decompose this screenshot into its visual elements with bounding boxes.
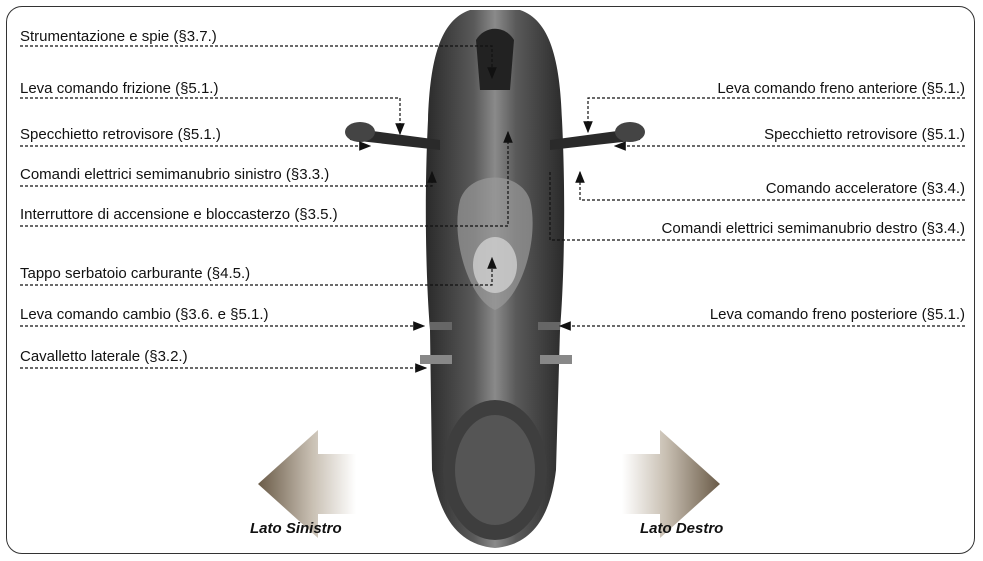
label-comandi-sx: Comandi elettrici semimanubrio sinistro … <box>20 166 329 184</box>
caption-lato-sinistro: Lato Sinistro <box>250 520 342 537</box>
label-leva-frizione: Leva comando frizione (§5.1.) <box>20 80 218 98</box>
label-comandi-dx: Comandi elettrici semimanubrio destro (§… <box>662 220 965 238</box>
label-acceleratore: Comando acceleratore (§3.4.) <box>766 180 965 198</box>
label-strumentazione: Strumentazione e spie (§3.7.) <box>20 28 217 46</box>
motorcycle-body <box>345 10 645 548</box>
caption-lato-destro: Lato Destro <box>640 520 723 537</box>
leader-strumentazione <box>20 46 492 78</box>
label-interruttore: Interruttore di accensione e bloccasterz… <box>20 206 338 224</box>
label-specchietto-dx: Specchietto retrovisore (§5.1.) <box>764 126 965 144</box>
label-tappo: Tappo serbatoio carburante (§4.5.) <box>20 265 250 283</box>
label-leva-cambio: Leva comando cambio (§3.6. e §5.1.) <box>20 306 268 324</box>
label-cavalletto: Cavalletto laterale (§3.2.) <box>20 348 188 366</box>
label-freno-posteriore: Leva comando freno posteriore (§5.1.) <box>710 306 965 324</box>
label-specchietto-sx: Specchietto retrovisore (§5.1.) <box>20 126 221 144</box>
label-freno-anteriore: Leva comando freno anteriore (§5.1.) <box>717 80 965 98</box>
